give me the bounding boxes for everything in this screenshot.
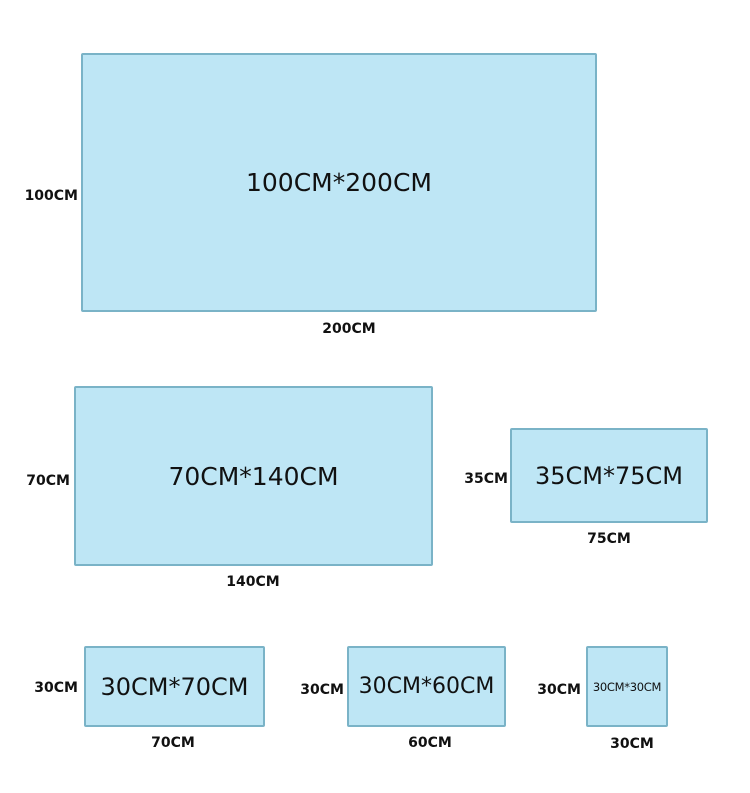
width-label: 30CM	[610, 736, 654, 752]
size-box-label: 100CM*200CM	[246, 168, 432, 197]
size-box-100x200: 100CM*200CM	[81, 53, 597, 312]
width-label: 70CM	[151, 735, 195, 751]
size-box-label: 70CM*140CM	[168, 461, 339, 491]
size-box-35x75: 35CM*75CM	[510, 428, 708, 523]
size-box-label: 30CM*70CM	[100, 672, 249, 701]
size-box-70x140: 70CM*140CM	[74, 386, 433, 566]
size-box-label: 30CM*60CM	[358, 674, 495, 699]
height-label: 30CM	[537, 682, 581, 698]
width-label: 140CM	[226, 574, 280, 590]
width-label: 60CM	[408, 735, 452, 751]
size-box-30x30: 30CM*30CM	[586, 646, 668, 727]
size-box-label: 35CM*75CM	[534, 461, 683, 490]
size-box-label: 30CM*30CM	[592, 679, 662, 694]
height-label: 70CM	[26, 473, 70, 489]
height-label: 30CM	[34, 680, 78, 696]
size-box-30x60: 30CM*60CM	[347, 646, 506, 727]
height-label: 100CM	[24, 188, 78, 204]
height-label: 30CM	[300, 682, 344, 698]
width-label: 75CM	[587, 531, 631, 547]
width-label: 200CM	[322, 321, 376, 337]
height-label: 35CM	[464, 471, 508, 487]
size-box-30x70: 30CM*70CM	[84, 646, 265, 727]
